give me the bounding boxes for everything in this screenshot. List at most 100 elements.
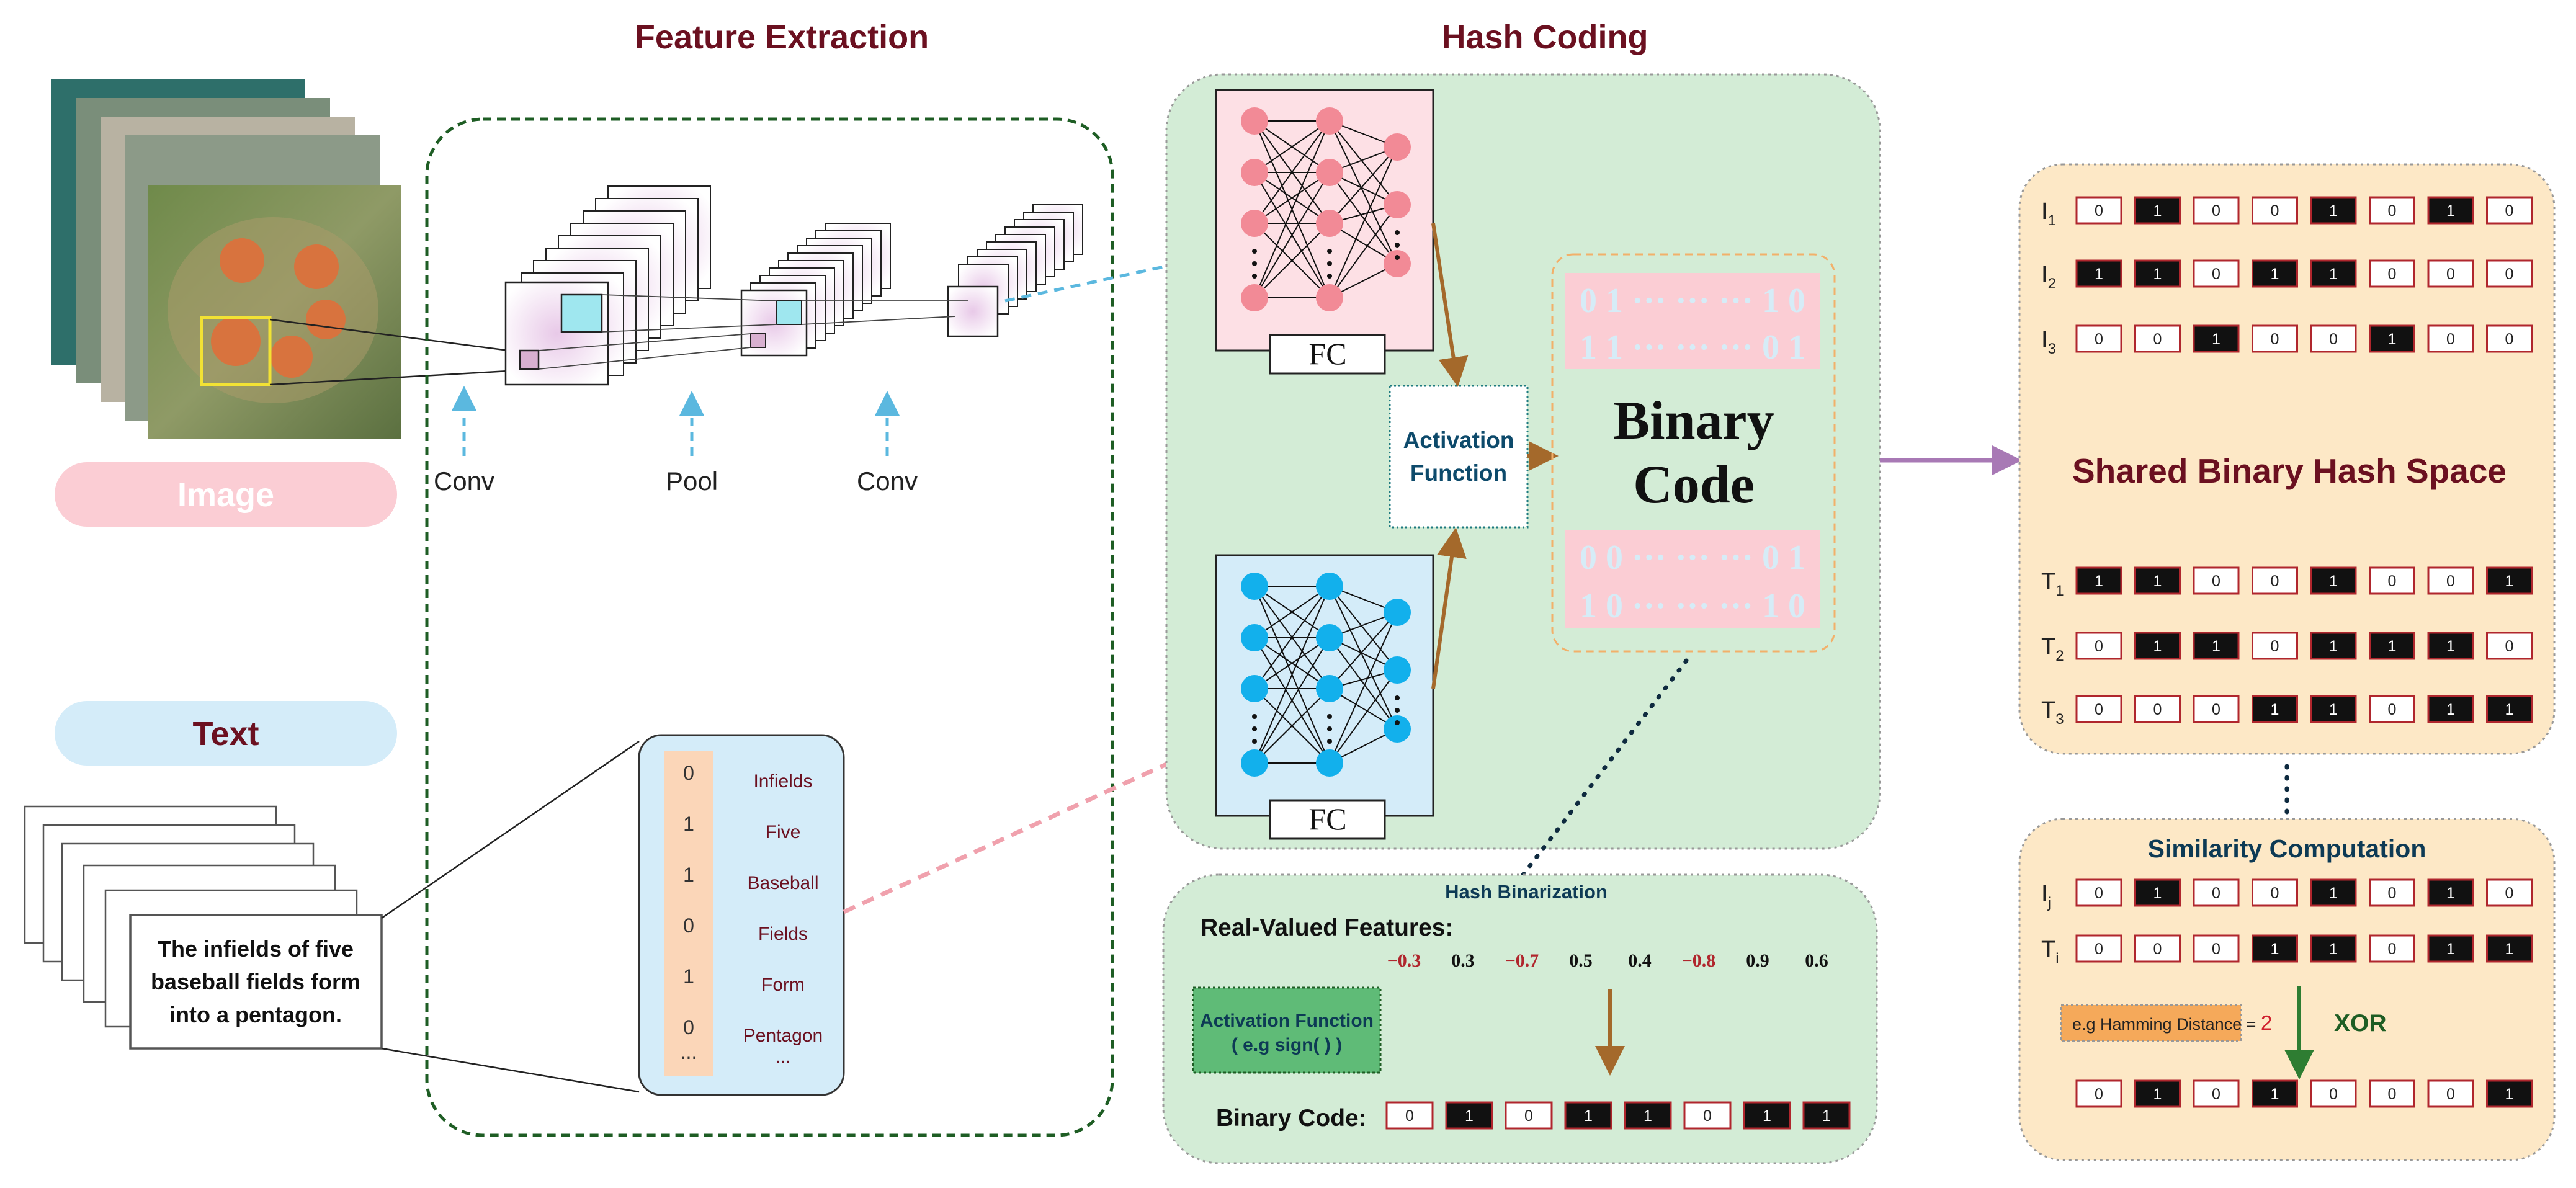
bow-word: Infields — [753, 771, 812, 792]
svg-text:0: 0 — [2095, 1086, 2103, 1103]
real-value: 0.6 — [1805, 950, 1828, 971]
bow-value: 0 — [683, 1016, 694, 1038]
binarized-bit: 1 — [1445, 1101, 1493, 1130]
network-node — [1384, 599, 1411, 626]
feature-extraction-panel — [425, 117, 1114, 1137]
svg-text:1: 1 — [2505, 940, 2514, 958]
image-network-graph — [1241, 107, 1411, 311]
shared-bit: 0 — [2369, 695, 2415, 723]
network-node — [1316, 107, 1343, 135]
xor-result-bit: 1 — [2486, 1079, 2533, 1108]
svg-text:0: 0 — [2388, 573, 2397, 590]
svg-text:0: 0 — [2388, 885, 2397, 902]
network-node — [1316, 210, 1343, 237]
cnn-layer-2 — [740, 223, 891, 357]
svg-text:1: 1 — [2095, 266, 2103, 283]
text-document-stack — [24, 805, 383, 1050]
similarity-bit: 0 — [2134, 934, 2181, 963]
shared-bit: 1 — [2369, 324, 2415, 353]
network-node — [1316, 573, 1343, 600]
network-node — [1241, 749, 1268, 777]
xor-result-bit: 0 — [2427, 1079, 2474, 1108]
network-node — [1241, 284, 1268, 311]
svg-text:1: 1 — [2505, 573, 2514, 590]
svg-text:0: 0 — [2388, 701, 2397, 718]
svg-text:0: 0 — [2388, 1086, 2397, 1103]
shared-row-label: I1 — [2041, 199, 2056, 229]
shared-row-label: I3 — [2041, 327, 2056, 357]
real-value: 0.3 — [1451, 950, 1475, 971]
shared-bit: 0 — [2310, 324, 2357, 353]
network-node — [1241, 210, 1268, 237]
caption-line-2: baseball fields form — [151, 969, 360, 994]
network-node — [1241, 675, 1268, 702]
caption-line-1: The infields of five — [158, 936, 354, 962]
real-value: 0.9 — [1746, 950, 1769, 971]
svg-text:0: 0 — [2329, 1086, 2338, 1103]
svg-text:0: 0 — [2388, 266, 2397, 283]
xor-result-bit: 0 — [2193, 1079, 2240, 1108]
bow-value: 1 — [683, 965, 694, 988]
real-valued-label: Real-Valued Features: — [1201, 914, 1453, 941]
svg-text:1: 1 — [2153, 885, 2162, 902]
bow-value: 0 — [683, 914, 694, 937]
svg-text:1: 1 — [2153, 1086, 2162, 1103]
svg-text:1: 1 — [2329, 202, 2338, 220]
binarized-bit: 1 — [1743, 1101, 1791, 1130]
similarity-bit: 0 — [2369, 934, 2415, 963]
svg-text:1: 1 — [2329, 940, 2338, 958]
bow-value: 1 — [683, 864, 694, 886]
svg-text:0: 0 — [2271, 331, 2279, 348]
svg-text:0: 0 — [2095, 701, 2103, 718]
shared-bit: 1 — [2486, 566, 2533, 595]
svg-text:1: 1 — [2153, 573, 2162, 590]
shared-bit: 0 — [2486, 196, 2533, 225]
svg-text:0: 0 — [2212, 940, 2220, 958]
shared-row-label: I2 — [2041, 262, 2056, 292]
xor-result-bit: 1 — [2134, 1079, 2181, 1108]
bow-word: ... — [775, 1047, 790, 1067]
feature-extraction-title: Feature Extraction — [635, 19, 929, 56]
svg-text:0: 0 — [2505, 266, 2514, 283]
svg-text:1: 1 — [2271, 940, 2279, 958]
svg-text:1: 1 — [2329, 638, 2338, 655]
svg-text:1: 1 — [2153, 638, 2162, 655]
shared-bit: 0 — [2252, 632, 2298, 660]
svg-text:0: 0 — [2446, 573, 2455, 590]
binary-code-title-line-1: Binary — [1613, 391, 1774, 451]
svg-text:1: 1 — [2329, 885, 2338, 902]
shared-bit: 0 — [2075, 632, 2122, 660]
image-code-row-2: 1 1 ··· ··· ··· 0 1 — [1580, 328, 1805, 367]
svg-text:1: 1 — [2446, 940, 2455, 958]
text-code-strip — [1565, 530, 1820, 628]
shared-bit: 0 — [2486, 259, 2533, 288]
bow-word: Baseball — [747, 873, 818, 893]
xor-result-bit: 0 — [2369, 1079, 2415, 1108]
shared-bit: 1 — [2193, 324, 2240, 353]
network-node — [1241, 107, 1268, 135]
shared-bit: 0 — [2369, 566, 2415, 595]
binarized-bit: 0 — [1385, 1101, 1434, 1130]
shared-bit: 1 — [2252, 695, 2298, 723]
shared-bit: 1 — [2310, 259, 2357, 288]
hamming-distance-label: e.g Hamming Distance = — [2072, 1015, 2261, 1034]
similarity-title: Similarity Computation — [2148, 834, 2426, 863]
bow-word: Fields — [758, 924, 808, 944]
text-network-graph — [1241, 573, 1411, 777]
network-node — [1241, 573, 1268, 600]
network-node — [1316, 159, 1343, 186]
shared-hash-space-title: Shared Binary Hash Space — [2072, 452, 2507, 490]
svg-text:0: 0 — [2505, 202, 2514, 220]
svg-text:0: 0 — [2505, 331, 2514, 348]
shared-bit: 0 — [2486, 324, 2533, 353]
network-node — [1384, 715, 1411, 743]
image-code-row-1: 0 1 ··· ··· ··· 1 0 — [1580, 282, 1805, 320]
similarity-bit: 0 — [2193, 878, 2240, 907]
shared-bit: 0 — [2369, 259, 2415, 288]
hash-binarization-title: Hash Binarization — [1445, 881, 1608, 903]
shared-bit: 0 — [2075, 196, 2122, 225]
pool-label: Pool — [666, 467, 718, 496]
